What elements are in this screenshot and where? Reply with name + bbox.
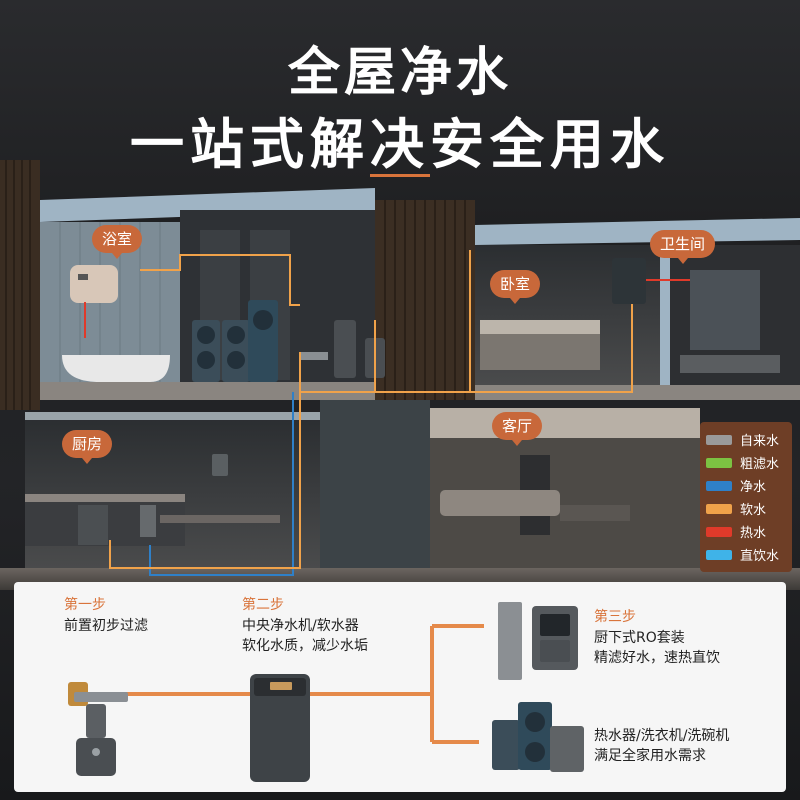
system-diagram bbox=[68, 602, 584, 782]
ro-purifier-set bbox=[498, 602, 578, 680]
legend-item: 粗滤水 bbox=[706, 451, 786, 474]
legend-swatch bbox=[706, 526, 732, 537]
system-steps-panel: 第一步 前置初步过滤 第二步 中央净水机/软水器 软化水质，减少水垢 第三步 厨… bbox=[14, 582, 786, 792]
legend-swatch bbox=[706, 434, 732, 445]
appliance-set bbox=[492, 702, 584, 772]
room-label-bathroom: 浴室 bbox=[92, 225, 143, 259]
wood-column-center bbox=[375, 200, 475, 400]
central-purifier-device bbox=[250, 674, 310, 782]
step1-desc: 前置初步过滤 bbox=[64, 618, 148, 634]
room-label-bedroom: 卧室 bbox=[490, 270, 541, 304]
wood-column-left bbox=[0, 160, 40, 410]
legend-swatch bbox=[706, 549, 732, 560]
room-label-living-room: 客厅 bbox=[492, 412, 543, 446]
legend-label: 净水 bbox=[740, 480, 767, 495]
step2-desc-line2: 软化水质，减少水垢 bbox=[242, 638, 368, 654]
lower-floor bbox=[0, 400, 800, 590]
legend-label: 直饮水 bbox=[740, 549, 780, 564]
legend-item: 热水 bbox=[706, 520, 786, 543]
bathroom-fixtures bbox=[62, 265, 385, 382]
step1-title: 第一步 bbox=[64, 597, 106, 613]
water-pipes bbox=[84, 250, 690, 576]
legend-label: 软水 bbox=[740, 503, 767, 518]
legend-item: 直饮水 bbox=[706, 543, 786, 566]
legend-item: 软水 bbox=[706, 497, 786, 520]
step4-desc-line1: 热水器/洗衣机/洗碗机 bbox=[594, 728, 730, 744]
legend-swatch bbox=[706, 503, 732, 514]
step2-desc-line1: 中央净水机/软水器 bbox=[242, 618, 359, 634]
washroom-heater bbox=[612, 258, 646, 304]
legend-item: 自来水 bbox=[706, 428, 786, 451]
title-underline bbox=[370, 174, 430, 177]
step3-desc-line2: 精滤好水，速热直饮 bbox=[594, 650, 720, 666]
legend-item: 净水 bbox=[706, 474, 786, 497]
legend-label: 粗滤水 bbox=[740, 457, 780, 472]
step2-title: 第二步 bbox=[242, 597, 284, 613]
step3-desc-line1: 厨下式RO套装 bbox=[594, 630, 685, 646]
legend-swatch bbox=[706, 480, 732, 491]
room-label-kitchen: 厨房 bbox=[62, 430, 113, 464]
legend-label: 自来水 bbox=[740, 434, 780, 449]
step4-desc-line2: 满足全家用水需求 bbox=[594, 748, 706, 764]
step3-title: 第三步 bbox=[594, 609, 636, 625]
room-label-washroom: 卫生间 bbox=[650, 230, 716, 264]
headline-line-1: 全屋净水 bbox=[287, 43, 512, 103]
legend-label: 热水 bbox=[740, 526, 767, 541]
prefilter-device bbox=[68, 682, 128, 776]
headline-line-2: 一站式解决安全用水 bbox=[130, 113, 670, 176]
legend-swatch bbox=[706, 457, 732, 468]
pipe-legend: 自来水粗滤水净水软水热水直饮水 bbox=[700, 422, 792, 572]
